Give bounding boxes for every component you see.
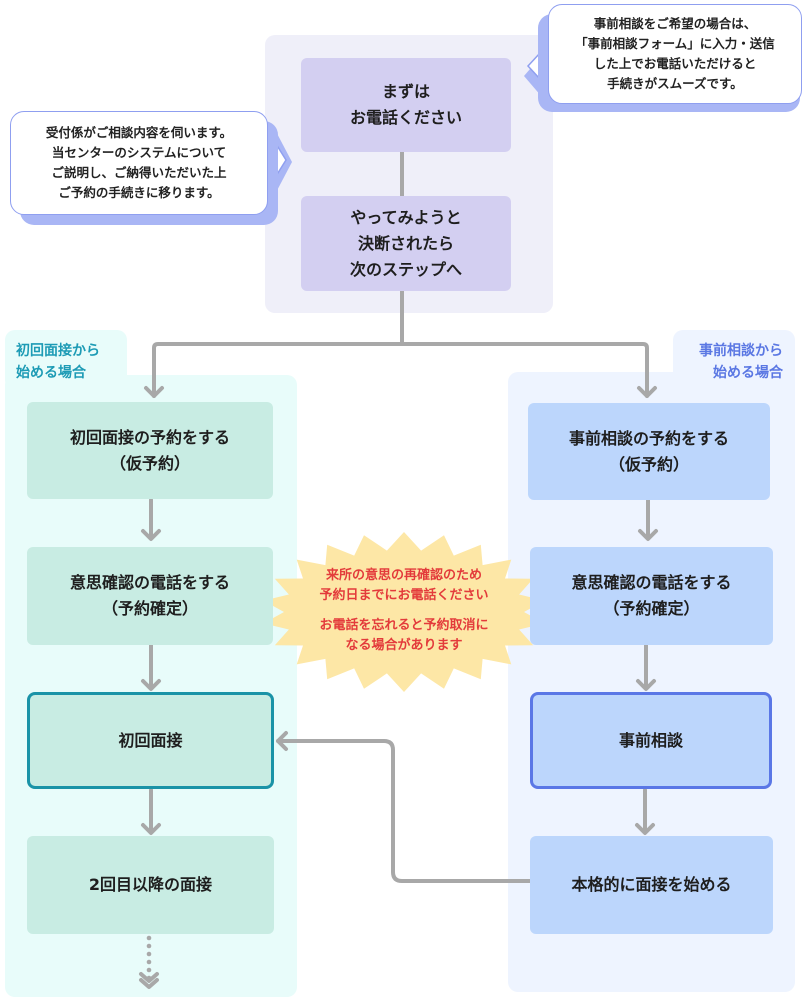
notice: 来所の意思の再確認のため 予約日までにお電話ください お電話を忘れると予約取消に… (275, 566, 533, 656)
arrowhead-continue (139, 978, 159, 989)
notice-line-2: お電話を忘れると予約取消に なる場合があります (319, 618, 489, 653)
left-step-confirm-call: 意思確認の電話をする （予約確定） (27, 547, 273, 645)
bubble-right: 事前相談をご希望の場合は、 「事前相談フォーム」に入力・送信 した上でお電話いた… (548, 4, 802, 104)
connector-split (152, 342, 649, 398)
right-step-confirm-call: 意思確認の電話をする （予約確定） (530, 547, 773, 645)
arrowhead-loop-back (276, 731, 288, 751)
left-step-reserve-label: 初回面接の予約をする （仮予約） (69, 427, 230, 473)
arrowhead-right-1 (637, 386, 657, 398)
right-step-start-interviews: 本格的に面接を始める (530, 836, 773, 934)
left-step-later-interviews: 2回目以降の面接 (27, 836, 274, 934)
arrowhead-left-1 (144, 386, 164, 398)
bubble-left: 受付係がご相談内容を伺います。 当センターのシステムについて ご説明し、ご納得い… (10, 111, 268, 215)
left-step-confirm-call-label: 意思確認の電話をする （予約確定） (69, 573, 230, 618)
notice-line-1: 来所の意思の再確認のため 予約日までにお電話ください (319, 568, 489, 603)
left-step-later-interviews-label: 2回目以降の面接 (88, 875, 213, 894)
arrowhead-right-4 (635, 823, 655, 835)
right-step-pre-consult-label: 事前相談 (618, 730, 683, 750)
arrowhead-right-2 (638, 529, 658, 541)
arrowhead-right-3 (636, 679, 656, 691)
step-decide-next-label: やってみようと 決断されたら 次のステップへ (349, 207, 462, 279)
right-step-pre-consult: 事前相談 (530, 692, 772, 789)
arrowhead-left-4 (141, 823, 161, 835)
right-step-start-interviews-label: 本格的に面接を始める (571, 875, 732, 894)
arrowhead-left-3 (141, 679, 161, 691)
right-step-confirm-call-label: 意思確認の電話をする （予約確定） (571, 573, 732, 618)
left-step-first-interview: 初回面接 (27, 692, 274, 789)
connector-loop-back (276, 739, 532, 883)
bubble-left-text: 受付係がご相談内容を伺います。 当センターのシステムについて ご説明し、ご納得い… (45, 125, 233, 200)
right-step-reserve: 事前相談の予約をする （仮予約） (528, 403, 770, 500)
arrowhead-left-2 (141, 529, 161, 541)
dotted-continuation (146, 935, 152, 981)
arrowhead-continue-2 (139, 972, 159, 983)
left-step-reserve: 初回面接の予約をする （仮予約） (27, 402, 273, 499)
right-step-reserve-label: 事前相談の予約をする （仮予約） (568, 428, 729, 474)
right-path-label: 事前相談から 始める場合 (699, 343, 783, 381)
step-decide-next: やってみようと 決断されたら 次のステップへ (301, 196, 511, 291)
left-path-label: 初回面接から 始める場合 (16, 343, 100, 381)
notice-burst-shape (263, 532, 545, 692)
bubble-right-text: 事前相談をご希望の場合は、 「事前相談フォーム」に入力・送信 した上でお電話いた… (575, 16, 775, 91)
left-step-first-interview-label: 初回面接 (118, 730, 183, 750)
step-call-first-label: まずは お電話ください (349, 82, 462, 127)
step-call-first: まずは お電話ください (301, 58, 511, 152)
